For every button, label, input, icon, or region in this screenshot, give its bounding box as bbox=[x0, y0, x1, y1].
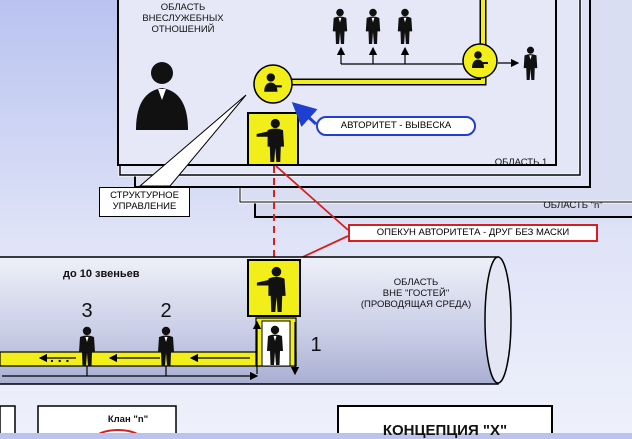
area-n-label: ОБЛАСТЬ "n" bbox=[543, 200, 603, 211]
outside-guests-label: ОБЛАСТЬ ВНЕ "ГОСТЕЙ" (ПРОВОДЯЩАЯ СРЕДА) bbox=[360, 277, 472, 310]
guardian-box bbox=[247, 259, 301, 317]
concept-label: КОНЦЕПЦИЯ "Х" bbox=[382, 422, 508, 439]
link-number-3: 3 bbox=[81, 300, 93, 322]
social-area-label: ОБЛАСТЬ ВНЕСЛУЖЕБНЫХ ОТНОШЕНИЙ bbox=[142, 2, 224, 35]
clan-n-label: Клан "n" bbox=[107, 414, 149, 425]
link-channel: . . . bbox=[0, 317, 300, 381]
link-number-1: 1 bbox=[310, 334, 322, 356]
structural-management-label: СТРУКТУРНОЕ УПРАВЛЕНИЕ bbox=[99, 187, 190, 217]
authority-sign-label: АВТОРИТЕТ - ВЫВЕСКА bbox=[316, 116, 476, 136]
leader-circle-right bbox=[462, 43, 498, 79]
links-count-label: до 10 звеньев bbox=[63, 268, 140, 280]
top-group bbox=[332, 8, 538, 80]
leader-channel bbox=[276, 0, 487, 86]
area-1-label: ОБЛАСТЬ 1 bbox=[494, 157, 548, 168]
guardian-label: ОПЕКУН АВТОРИТЕТА - ДРУГ БЕЗ МАСКИ bbox=[348, 224, 598, 242]
authority-box bbox=[247, 112, 299, 166]
svg-text:. . .: . . . bbox=[50, 349, 69, 365]
social-area-figure bbox=[136, 62, 188, 130]
leader-circle-main bbox=[253, 64, 293, 104]
link-number-2: 2 bbox=[160, 300, 172, 322]
